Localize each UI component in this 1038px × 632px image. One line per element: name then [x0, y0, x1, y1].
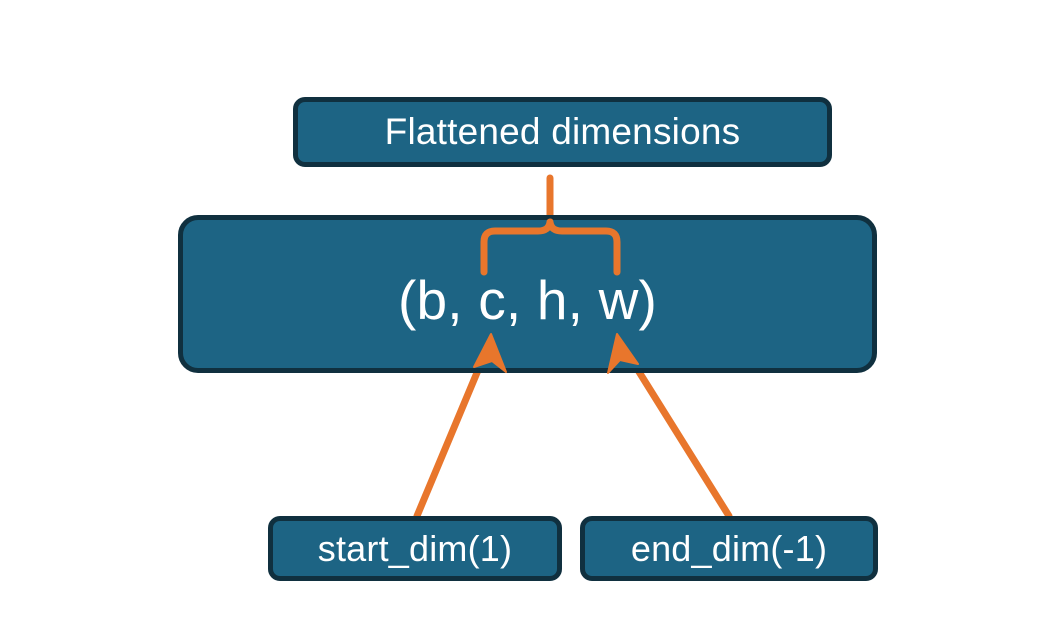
start-dim-box[interactable]: start_dim(1)	[268, 516, 562, 581]
flattened-dimensions-label: Flattened dimensions	[384, 111, 741, 152]
tensor-shape-box[interactable]: (b, c, h, w)	[178, 215, 877, 373]
start-dim-label: start_dim(1)	[317, 527, 513, 569]
flattened-dimensions-box[interactable]: Flattened dimensions	[293, 97, 832, 167]
tensor-shape-label: (b, c, h, w)	[397, 269, 658, 331]
end-dim-box[interactable]: end_dim(-1)	[580, 516, 878, 581]
end-dim-label: end_dim(-1)	[630, 527, 828, 569]
